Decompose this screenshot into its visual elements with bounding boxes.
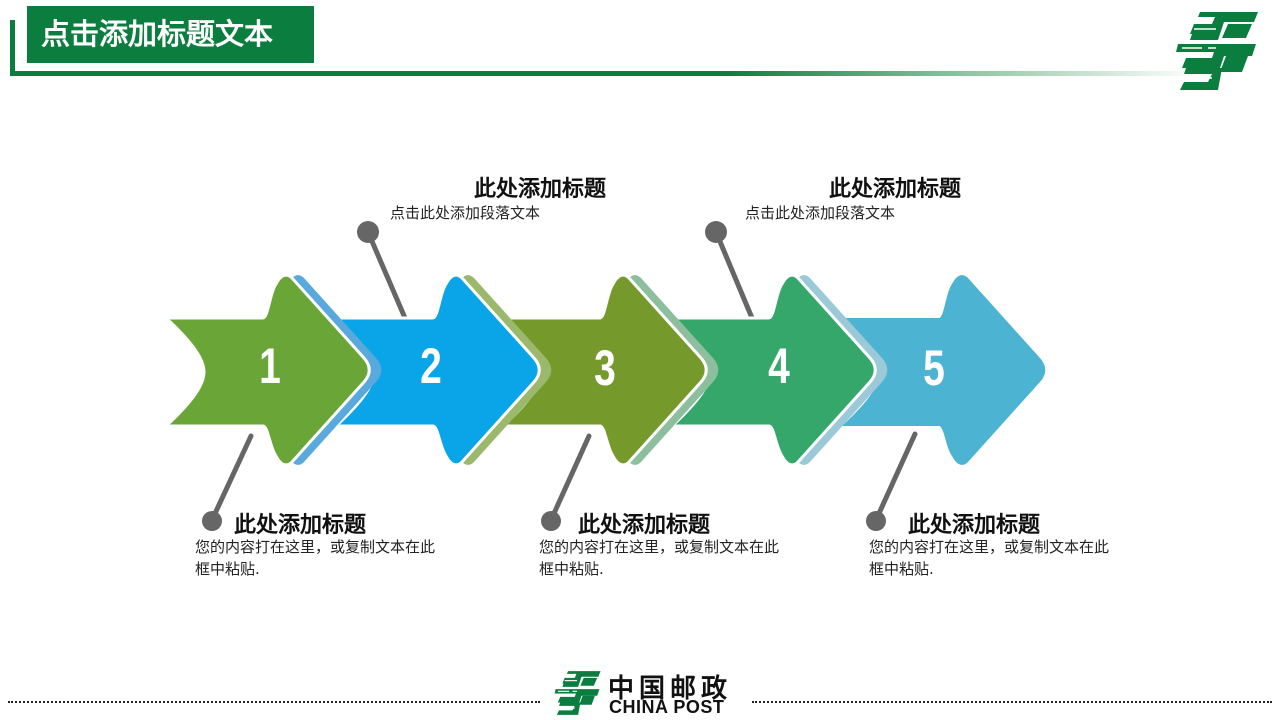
- callout-text-bottom-2-line2: 框中粘贴.: [539, 560, 604, 578]
- callout-title-bottom-1[interactable]: 此处添加标题: [234, 513, 367, 538]
- step-number-5: 5: [923, 340, 945, 396]
- connector-top-4: [713, 229, 755, 321]
- callout-text-top-2[interactable]: 点击此处添加段落文本: [745, 204, 896, 222]
- connector-bottom-3: [548, 433, 592, 523]
- step-number-2: 2: [420, 338, 442, 394]
- title-accent-bar: [10, 20, 15, 75]
- footer-divider-right: [752, 701, 1272, 703]
- callout-title-bottom-3[interactable]: 此处添加标题: [908, 513, 1041, 538]
- connector-dot-bottom-1: [202, 511, 222, 531]
- step-number-1: 1: [259, 338, 281, 394]
- footer-brand-english: CHINA POST: [609, 697, 725, 717]
- connector-top-2: [365, 229, 408, 321]
- connector-dot-bottom-5: [866, 511, 886, 531]
- callout-text-bottom-3[interactable]: 您的内容打在这里，或复制文本在此 框中粘贴.: [869, 536, 1109, 580]
- footer-divider-left: [8, 701, 540, 703]
- callout-title-bottom-2[interactable]: 此处添加标题: [578, 513, 711, 538]
- callout-title-top-2[interactable]: 此处添加标题: [829, 177, 962, 202]
- callout-text-bottom-1-line1: 您的内容打在这里，或复制文本在此: [195, 538, 436, 556]
- page-title[interactable]: 点击添加标题文本: [27, 6, 314, 63]
- footer-brand-chinese: 中国邮政: [608, 674, 733, 704]
- step-number-4: 4: [768, 338, 790, 394]
- callout-title-top-1[interactable]: 此处添加标题: [474, 177, 607, 202]
- connector-dot-top-4: [705, 221, 727, 243]
- callout-text-bottom-1[interactable]: 您的内容打在这里，或复制文本在此 框中粘贴.: [195, 536, 435, 580]
- callout-text-top-1[interactable]: 点击此处添加段落文本: [390, 204, 541, 222]
- callout-text-bottom-1-line2: 框中粘贴.: [195, 560, 260, 578]
- callout-text-bottom-2-line1: 您的内容打在这里，或复制文本在此: [539, 538, 780, 556]
- china-post-footer-logo-icon: [554, 671, 601, 715]
- connector-bottom-5: [873, 431, 918, 523]
- callout-text-bottom-2[interactable]: 您的内容打在这里，或复制文本在此 框中粘贴.: [539, 536, 779, 580]
- step-number-3: 3: [594, 340, 616, 396]
- connector-dot-top-2: [357, 221, 379, 243]
- callout-text-bottom-3-line1: 您的内容打在这里，或复制文本在此: [869, 538, 1110, 556]
- connector-dot-bottom-3: [541, 511, 561, 531]
- title-underline: [10, 71, 1200, 76]
- page-title-text: 点击添加标题文本: [41, 17, 274, 51]
- china-post-logo-icon: [1176, 12, 1258, 90]
- callout-text-bottom-3-line2: 框中粘贴.: [869, 560, 934, 578]
- connector-bottom-1: [209, 433, 254, 523]
